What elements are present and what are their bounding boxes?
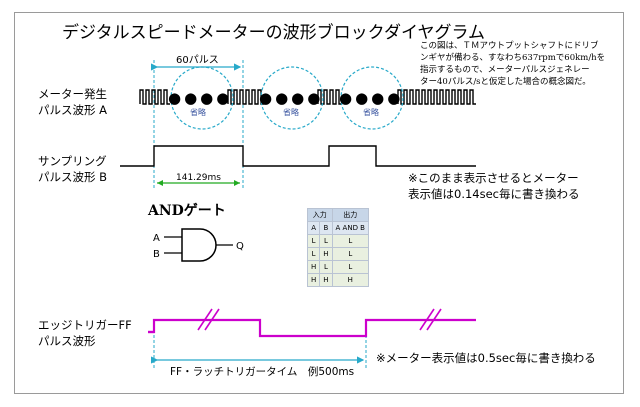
meter-pulse-waveform [139, 89, 476, 105]
svg-text:A: A [153, 233, 160, 244]
truth-table-cell: H [331, 273, 370, 287]
break-mark [419, 308, 442, 331]
truth-table-header-output: 出力 [331, 208, 370, 222]
svg-text:●●●●: ●●●● [259, 89, 323, 107]
svg-text:省略: 省略 [190, 107, 206, 117]
truth-table-row: H L L [306, 260, 370, 274]
truth-table-subheader: A AND B [331, 221, 370, 235]
truth-table-cell: L [319, 234, 333, 248]
duration-label: 141.29ms [176, 173, 221, 183]
label-line: サンプリング [38, 154, 107, 168]
svg-text:B: B [153, 249, 160, 260]
and-gate-symbol: A B Q [153, 228, 244, 262]
svg-text:省略: 省略 [283, 107, 299, 117]
svg-text:省略: 省略 [363, 107, 379, 117]
truth-table-cell: L [319, 260, 333, 274]
latch-note: ※メーター表示値は0.5sec毎に書き換わる [376, 351, 596, 365]
truth-table-cell: H [306, 273, 321, 287]
label-line: メーター発生 [38, 87, 107, 101]
explanation-line: 指示するもので、メーターパルスジェネレー [420, 65, 590, 75]
meter-pulse-label: メーター発生 パルス波形 A [38, 86, 107, 118]
note-line: 表示値は0.14sec毎に書き換わる [408, 187, 580, 201]
omitted-marker: ●●●● 省略 [168, 66, 234, 130]
diagram-title: デジタルスピードメーターの波形ブロックダイヤグラム [62, 23, 485, 43]
note-line: ※このまま表示させるとメーター [408, 171, 579, 185]
truth-table-cell: L [331, 247, 370, 261]
sampling-pulse-label: サンプリング パルス波形 B [38, 153, 107, 185]
truth-table: 入力 出力 A B A AND B L L L L H L H L L H H … [306, 208, 370, 287]
label-line: エッジトリガーFF [38, 318, 132, 332]
explanation-note: この図は、ＴＭアウトプットシャフトにドリブ ンギヤが備わる、すなわち637rpm… [420, 40, 618, 88]
omitted-marker: ●●●● 省略 [259, 66, 324, 130]
omitted-marker: ●●●● 省略 [339, 66, 404, 130]
edge-trigger-waveform [148, 318, 476, 338]
truth-table-cell: H [319, 247, 333, 261]
label-line: パルス波形 A [38, 103, 108, 117]
truth-table-cell: L [331, 260, 370, 274]
explanation-line: ター40パルス/sと仮定した場合の概念図だ。 [420, 77, 591, 87]
explanation-line: ンギヤが備わる、すなわち637rpmで60km/hを [420, 53, 606, 63]
sampling-pulse-waveform [120, 145, 476, 167]
label-line: パルス波形 [38, 334, 96, 348]
truth-table-row: H H H [306, 273, 370, 287]
break-mark [197, 308, 220, 331]
and-gate-title: ANDゲート [148, 203, 226, 219]
truth-table-cell: H [306, 260, 321, 274]
truth-table-header-input: 入力 [307, 208, 333, 222]
pulse-count-label: 60パルス [176, 54, 219, 66]
truth-table-cell: L [331, 234, 370, 248]
edge-trigger-label: エッジトリガーFF パルス波形 [38, 317, 132, 349]
truth-table-cell: H [319, 273, 333, 287]
svg-text:Q: Q [236, 241, 244, 252]
truth-table-row: L L L [306, 234, 370, 248]
truth-table-cell: L [306, 247, 321, 261]
label-line: パルス波形 B [38, 170, 108, 184]
truth-table-subheader: B [319, 221, 333, 235]
sampling-note: ※このまま表示させるとメーター 表示値は0.14sec毎に書き換わる [408, 170, 580, 202]
truth-table-cell: L [306, 234, 321, 248]
svg-text:●●●●: ●●●● [168, 89, 232, 107]
latch-time-label: FF・ラッチトリガータイム 例500ms [170, 365, 354, 378]
truth-table-subheader: A [306, 221, 321, 235]
truth-table-row: L H L [306, 247, 370, 261]
explanation-line: この図は、ＴＭアウトプットシャフトにドリブ [420, 41, 599, 51]
figure-frame [14, 12, 624, 394]
svg-text:●●●●: ●●●● [339, 89, 403, 107]
